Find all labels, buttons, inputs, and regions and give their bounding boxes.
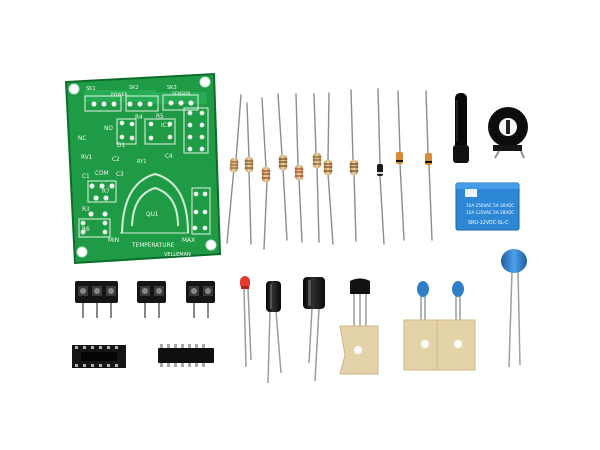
pcb-label-sk1: SK1 bbox=[86, 86, 96, 92]
pcb-label-r6: R6 bbox=[82, 227, 90, 233]
pcb-label-power: POWER bbox=[111, 92, 128, 98]
pcb-label-sensor: SENSOR bbox=[172, 91, 191, 97]
pcb-label-c3: C3 bbox=[116, 172, 124, 178]
resistor-2 bbox=[244, 102, 254, 245]
pcb-label-sk3: SK3 bbox=[167, 85, 177, 91]
diode-3 bbox=[425, 90, 433, 241]
pcb-label-brand: VELLEMAN bbox=[164, 252, 191, 258]
pcb-label-nc: NC bbox=[78, 136, 86, 142]
relay-line-1: 10A 250VAC 5A 30VDC bbox=[466, 203, 514, 208]
potentiometer-shaft bbox=[453, 93, 469, 163]
resistor-4 bbox=[277, 93, 288, 241]
pcb-label-sk2: SK2 bbox=[129, 85, 139, 91]
pcb-label-c1: C1 bbox=[82, 174, 90, 180]
transistor-on-tape bbox=[339, 278, 379, 375]
pcb-label-no: NO bbox=[104, 126, 113, 132]
printed-circuit-board: NC NO RV1 C2 C1 COM R3 R6 C3 R4 R5 IC1 C… bbox=[64, 72, 222, 265]
relay-line-3: SRU-12VDC-SL-C bbox=[468, 220, 509, 226]
blue-disc-capacitor bbox=[501, 249, 527, 368]
relay-line-2: 10A 125VAC 5A 28VDC bbox=[466, 210, 514, 215]
pcb-label-r5: R5 bbox=[156, 114, 164, 120]
electrolytic-capacitor-large bbox=[303, 277, 325, 382]
pcb-label-min: MIN bbox=[108, 238, 119, 244]
terminal-block-2way-b bbox=[186, 281, 215, 318]
relay: 10A 250VAC 5A 30VDC 10A 125VAC 5A 28VDC … bbox=[455, 182, 520, 231]
resistor-6 bbox=[312, 93, 322, 243]
resistor-3 bbox=[261, 97, 271, 250]
pcb-label-c2: C2 bbox=[112, 157, 120, 163]
terminal-block-3way bbox=[75, 281, 118, 318]
pcb-label-max: MAX bbox=[182, 238, 195, 244]
pcb-label-r7: R7 bbox=[102, 189, 110, 195]
pcb-labels: NC NO RV1 C2 C1 COM R3 R6 C3 R4 R5 IC1 C… bbox=[78, 85, 195, 258]
resistor-7 bbox=[323, 92, 334, 245]
integrated-circuit bbox=[158, 344, 214, 367]
ic-socket bbox=[72, 345, 126, 368]
pcb-label-com: COM bbox=[95, 171, 109, 177]
diode-1 bbox=[377, 88, 385, 245]
resistor-1 bbox=[226, 94, 242, 244]
electrolytic-capacitor-small bbox=[266, 281, 282, 384]
pcb-pads bbox=[80, 100, 208, 235]
pcb-silkscreen-outlines bbox=[78, 94, 211, 238]
red-led bbox=[240, 276, 252, 368]
pcb-label-d1: D1 bbox=[117, 143, 125, 149]
axial-components bbox=[226, 88, 433, 250]
pcb-label-ic1: IC1 bbox=[161, 123, 171, 129]
pcb-label-rv1: RV1 bbox=[81, 155, 93, 161]
resistor-5 bbox=[294, 93, 304, 243]
pcb-label-qu1: QU1 bbox=[146, 212, 159, 218]
ceramic-capacitors-on-tape bbox=[403, 281, 476, 371]
pcb-label-r3: R3 bbox=[82, 207, 90, 213]
pcb-label-r4: R4 bbox=[135, 115, 143, 121]
pcb-label-c4: C4 bbox=[165, 154, 173, 160]
pcb-label-ry1: RY1 bbox=[137, 159, 146, 165]
resistor-8 bbox=[349, 89, 359, 242]
pcb-label-temperature: TEMPERATURE bbox=[131, 243, 174, 249]
diode-2 bbox=[396, 90, 405, 241]
terminal-block-2way-a bbox=[137, 281, 166, 318]
trimmer-potentiometer bbox=[488, 107, 528, 159]
